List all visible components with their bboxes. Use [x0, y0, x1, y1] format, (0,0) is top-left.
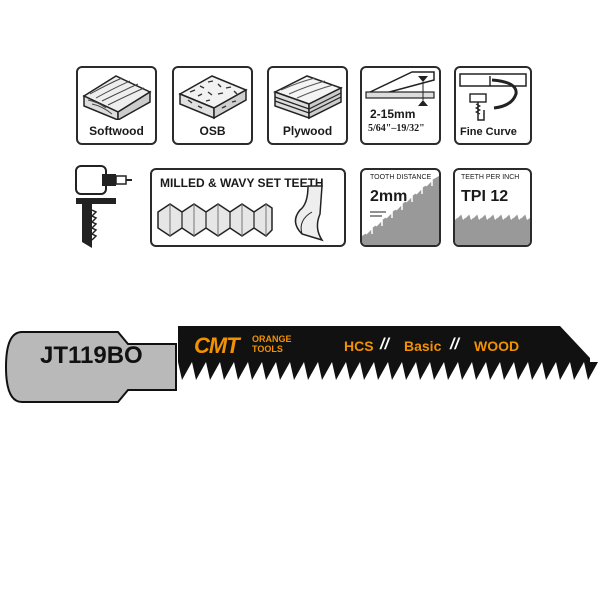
brand-sub-tools: TOOLS [252, 344, 283, 354]
jigsaw-blade [4, 326, 598, 403]
plywood-icon [273, 75, 343, 120]
tpi-tile: TEETH PER INCH TPI 12 [453, 168, 532, 247]
osb-icon [178, 75, 248, 120]
cut-depth-icon [365, 71, 435, 106]
cut-depth-tile: 2-15mm 5/64"–19/32" [360, 66, 441, 145]
teeth-type-label: MILLED & WAVY SET TEETH [160, 176, 324, 190]
tooth-distance-title: TOOTH DISTANCE [370, 174, 432, 181]
tag-basic: Basic [404, 338, 442, 354]
material-label: Plywood [282, 124, 333, 138]
material-plywood: Plywood [267, 66, 348, 145]
brand-sub-orange: ORANGE [252, 334, 292, 344]
tag-separator: // [380, 336, 389, 353]
material-label: Softwood [89, 124, 144, 138]
cut-type-tile: Fine Curve [454, 66, 532, 145]
fine-curve-icon [459, 73, 527, 121]
jigsaw-icon [75, 165, 132, 248]
tpi-value: TPI 12 [461, 188, 509, 205]
cut-type-label: Fine Curve [460, 126, 517, 138]
tooth-distance-tile: TOOTH DISTANCE 2mm [360, 168, 441, 247]
tpi-icon [455, 213, 530, 245]
cut-depth-mm: 2-15mm [370, 107, 416, 121]
tooth-distance-icon [362, 176, 439, 245]
material-softwood: Softwood [76, 66, 157, 145]
brand-logo: CMT [194, 333, 240, 358]
tag-hcs: HCS [344, 338, 374, 354]
wavy-teeth-icon [157, 185, 324, 242]
material-osb: OSB [172, 66, 253, 145]
blade-code: JT119BO [40, 342, 143, 369]
tpi-title: TEETH PER INCH [461, 174, 520, 181]
cut-depth-inch: 5/64"–19/32" [368, 123, 425, 134]
tooth-distance-value: 2mm [370, 188, 408, 205]
tag-separator: // [450, 336, 459, 353]
softwood-icon [82, 75, 152, 120]
tag-wood: WOOD [474, 338, 520, 354]
material-label: OSB [199, 124, 226, 138]
teeth-type-tile: MILLED & WAVY SET TEETH [150, 168, 346, 247]
